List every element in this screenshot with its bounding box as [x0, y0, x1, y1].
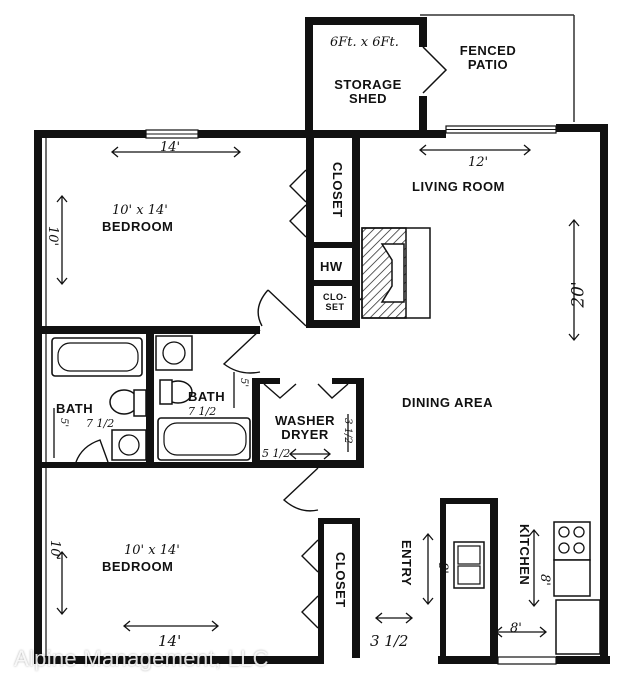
bath2-door — [222, 329, 261, 374]
living-width-label: 12' — [468, 155, 489, 170]
sink-1 — [111, 429, 147, 461]
window-kitchen — [497, 656, 557, 665]
washer-dim-b: 3 1/2 — [342, 418, 353, 444]
storage-shed-walls — [305, 17, 427, 134]
stove — [553, 521, 591, 561]
closet-bottom-label: CLOSET — [333, 552, 348, 608]
dining-area-label: DINING AREA — [402, 395, 493, 410]
kitchen-sink — [453, 541, 485, 589]
fenced-patio-label: FENCED PATIO — [459, 43, 517, 72]
shed-door — [422, 46, 448, 94]
storage-shed-size: 6Ft. x 6Ft. — [330, 35, 399, 50]
entry-dim: 8' — [435, 562, 450, 574]
bath1-dim-b: 5' — [58, 418, 69, 428]
bedroom2-door — [282, 467, 319, 512]
fireplace — [361, 227, 431, 319]
washer-dryer-label: WASHER DRYER — [274, 413, 336, 442]
closet-top-label: CLOSET — [330, 162, 345, 218]
kitchen-dim-b: 8' — [537, 574, 552, 586]
closet-bottom-doors — [301, 539, 319, 629]
refrigerator — [555, 599, 601, 655]
interior-walls — [42, 134, 498, 658]
bath2-dim-b: 5' — [238, 378, 249, 388]
bath2-dim-a: 7 1/2 — [188, 405, 217, 418]
counter-kitchen — [553, 559, 591, 597]
kitchen-label: KITCHEN — [517, 524, 532, 586]
bath2-label: BATH — [188, 389, 226, 404]
exterior-walls — [34, 124, 610, 664]
bedroom2-size: 10' x 14' — [124, 543, 180, 558]
bedroom1-label: BEDROOM — [102, 219, 174, 234]
bath1-dim-a: 7 1/2 — [86, 417, 115, 430]
entry-width: 3 1/2 — [370, 632, 409, 650]
bedroom2-label: BEDROOM — [102, 559, 174, 574]
dimension-arrows — [53, 144, 580, 638]
toilet-2 — [159, 379, 193, 405]
bath1-door — [75, 439, 109, 463]
watermark: Alpine Management, LLC — [14, 646, 269, 671]
entry-label: ENTRY — [399, 540, 414, 587]
kitchen-dim-a: 8' — [510, 621, 522, 636]
sink-2 — [155, 335, 193, 371]
washer-doors — [263, 383, 349, 399]
living-room-label: LIVING ROOM — [412, 179, 505, 194]
closet-top-doors — [289, 169, 307, 238]
bedroom1-height: 10' — [45, 226, 60, 247]
closet-small-label: CLO-SET — [323, 292, 347, 312]
bedroom2-width: 14' — [158, 632, 182, 650]
bedroom1-size: 10' x 14' — [112, 203, 168, 218]
living-height-label: 20' — [568, 281, 589, 308]
bathtub-1 — [51, 337, 143, 377]
bedroom1-width: 14' — [160, 140, 181, 155]
bathtub-2 — [157, 417, 251, 461]
storage-shed-label: STORAGE SHED — [334, 77, 402, 106]
toilet-1 — [109, 389, 147, 417]
bedroom2-height: 10' — [47, 540, 62, 561]
bedroom1-door — [257, 289, 307, 327]
bath1-label: BATH — [56, 401, 94, 416]
washer-dim-a: 5 1/2 — [262, 447, 291, 460]
hw-label: HW — [320, 259, 343, 274]
